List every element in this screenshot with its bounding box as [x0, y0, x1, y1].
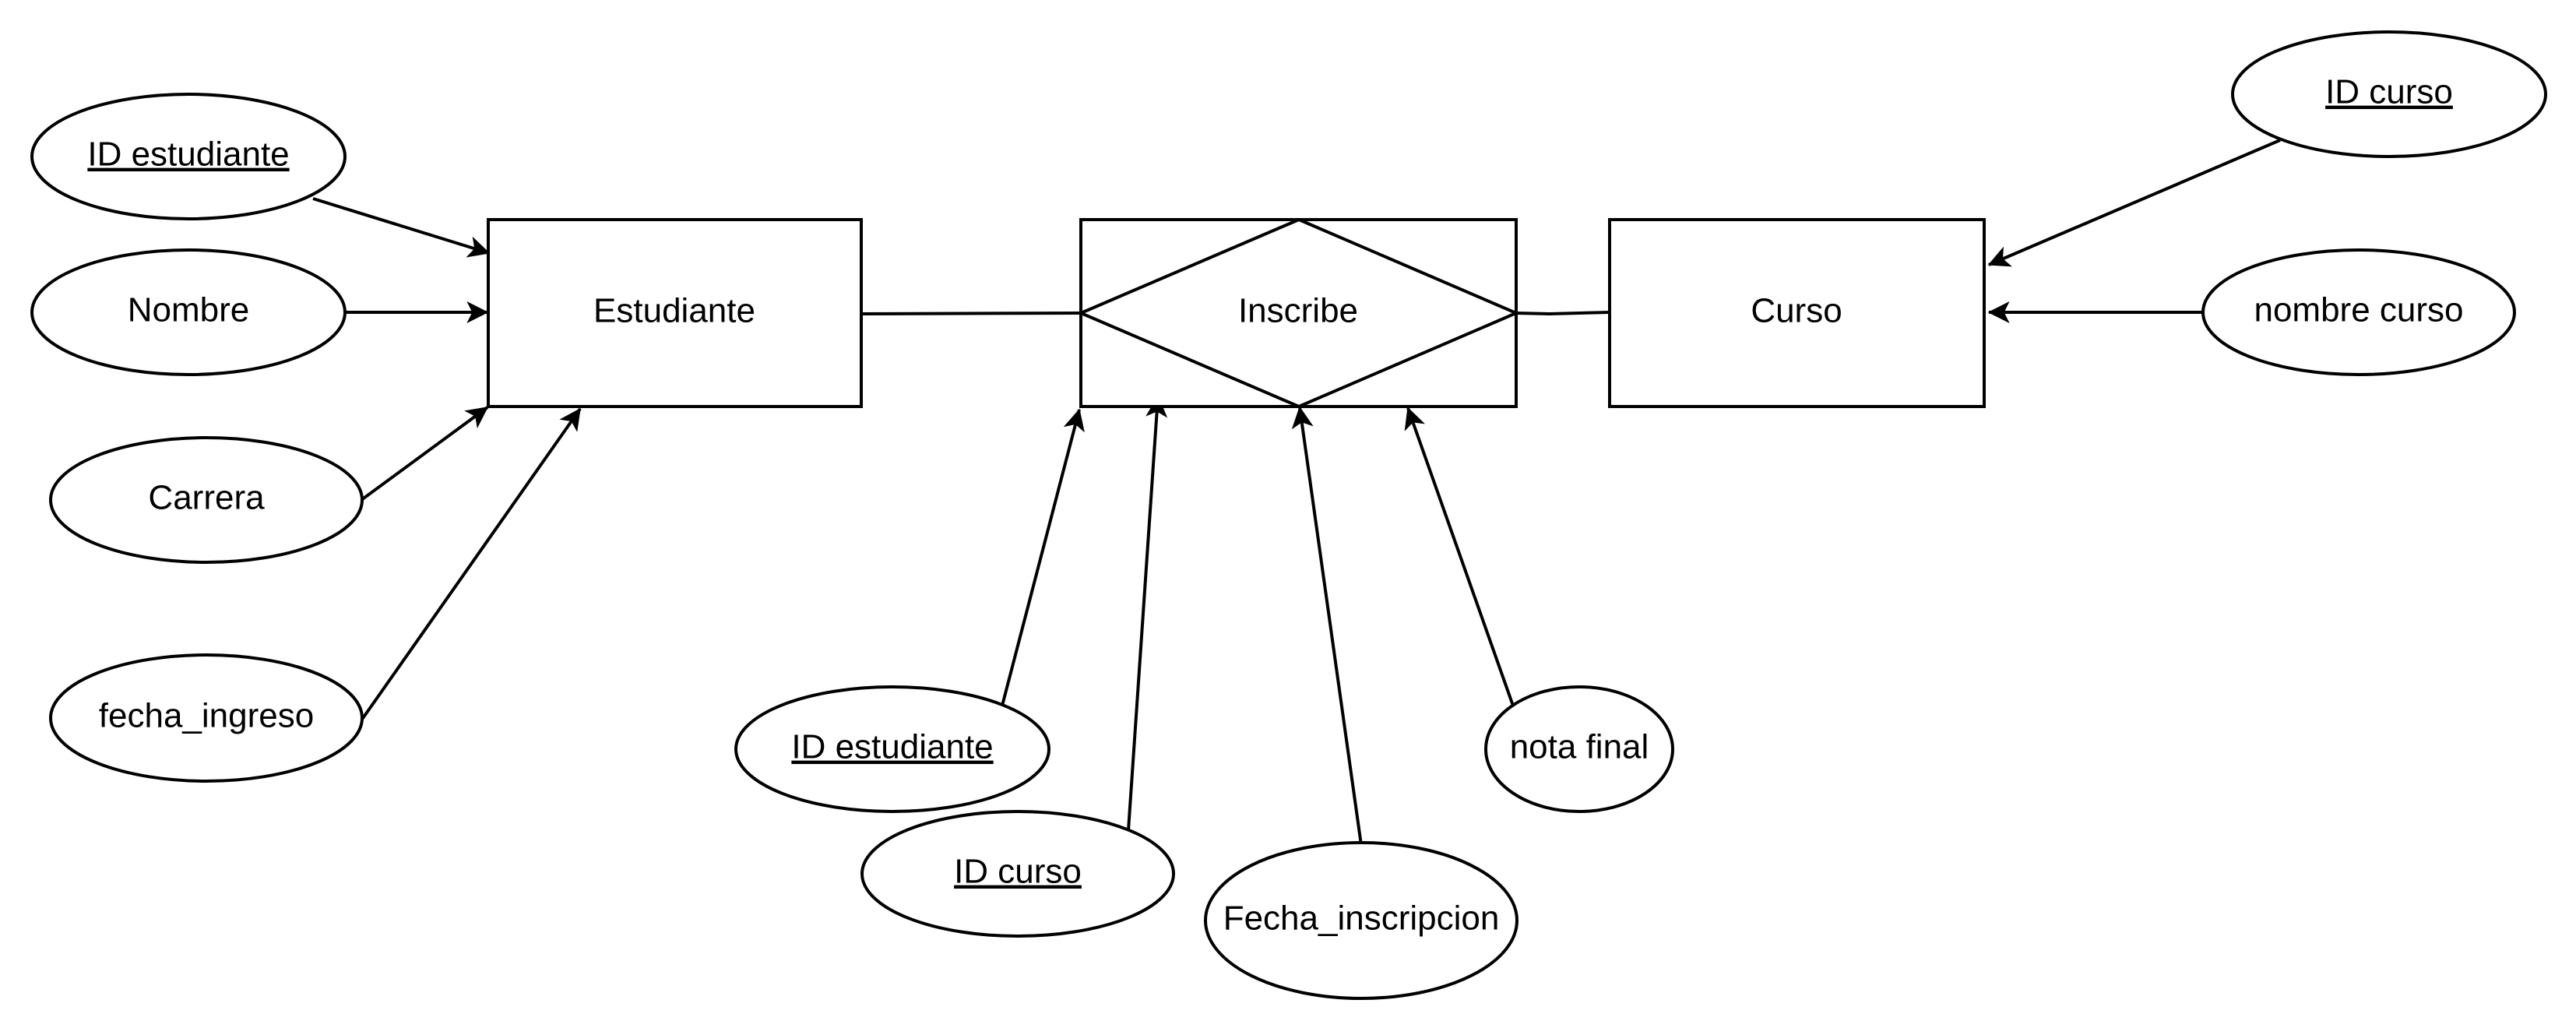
- attribute-carrera-label: Carrera: [148, 479, 265, 517]
- attribute-fecha-inscripcion[interactable]: Fecha_inscripcion: [1204, 841, 1519, 1000]
- entity-curso-label: Curso: [1751, 292, 1842, 330]
- edge-id-estudiante-to-estudiante: [312, 197, 491, 258]
- attribute-id-estudiante[interactable]: ID estudiante: [30, 93, 347, 220]
- entity-estudiante-label: Estudiante: [593, 292, 755, 330]
- attribute-nombre-label: Nombre: [128, 291, 250, 329]
- attribute-inscribe-id-estudiante-label: ID estudiante: [791, 728, 993, 766]
- edge-inscribe-curso: [1515, 311, 1610, 316]
- attribute-fecha-ingreso-label: fecha_ingreso: [99, 697, 314, 735]
- attribute-nota-final-label: nota final: [1510, 728, 1649, 766]
- attribute-inscribe-id-curso-label: ID curso: [954, 853, 1082, 891]
- attribute-fecha-inscripcion-label: Fecha_inscripcion: [1223, 899, 1500, 938]
- attribute-nombre-curso[interactable]: nombre curso: [2201, 248, 2516, 376]
- attribute-id-curso-label: ID curso: [2325, 73, 2453, 111]
- attribute-id-curso[interactable]: ID curso: [2231, 30, 2547, 158]
- attribute-fecha-ingreso[interactable]: fecha_ingreso: [49, 653, 364, 783]
- attribute-id-estudiante-label: ID estudiante: [87, 136, 289, 174]
- entity-estudiante[interactable]: Estudiante: [487, 218, 863, 408]
- attribute-inscribe-id-curso[interactable]: ID curso: [860, 810, 1175, 938]
- edge-estudiante-inscribe: [860, 312, 1082, 315]
- attribute-nombre[interactable]: Nombre: [30, 248, 347, 376]
- attribute-carrera[interactable]: Carrera: [49, 436, 364, 564]
- edge-nota-final-to-inscribe: [1404, 407, 1515, 709]
- edge-fecha-ingreso-to-estudiante: [360, 407, 582, 722]
- edge-carrera-to-estudiante: [360, 406, 489, 502]
- attribute-inscribe-id-estudiante[interactable]: ID estudiante: [734, 685, 1050, 813]
- attribute-nota-final[interactable]: nota final: [1484, 685, 1674, 813]
- relationship-inscribe-label: Inscribe: [1238, 292, 1358, 330]
- edge-id-curso-to-curso: [1987, 139, 2281, 267]
- attribute-nombre-curso-label: nombre curso: [2254, 291, 2463, 329]
- edge-fecha-inscripcion-to-inscribe: [1291, 406, 1363, 846]
- edge-inscribe-id-curso-to-inscribe: [1127, 395, 1168, 831]
- entity-curso[interactable]: Curso: [1608, 218, 1986, 408]
- edge-inscribe-id-estudiante-to-inscribe: [1001, 408, 1085, 706]
- relationship-inscribe[interactable]: Inscribe: [1076, 217, 1521, 409]
